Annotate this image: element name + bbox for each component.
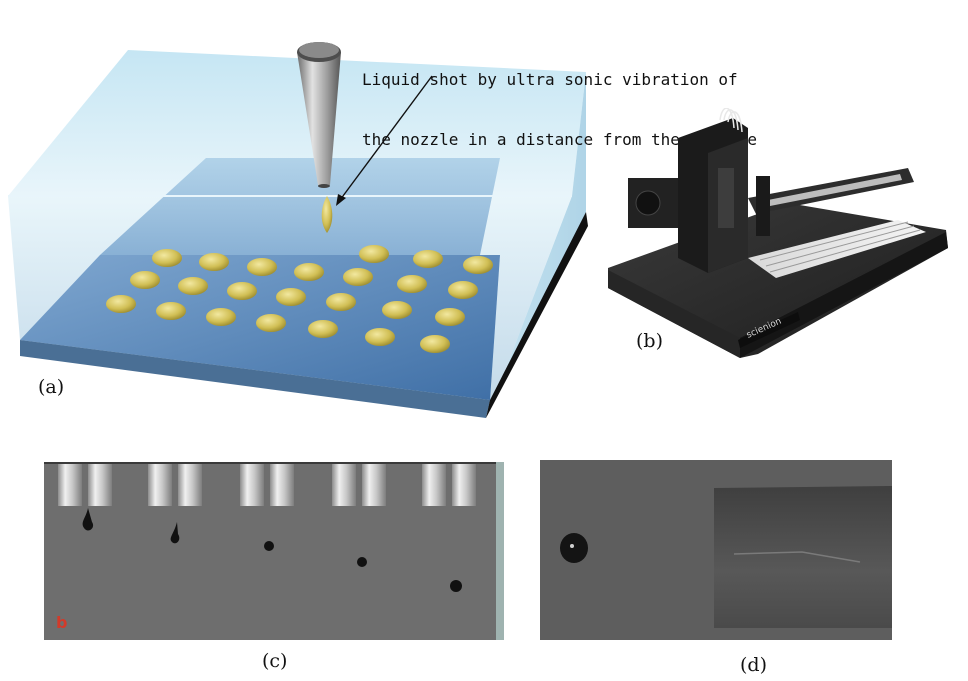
droplet: [413, 250, 443, 268]
substrate-edge-front: [20, 340, 490, 418]
panel-a-label: (a): [38, 376, 65, 398]
nozzle-frame-2: [148, 464, 202, 544]
droplet: [365, 328, 395, 346]
droplet: [420, 335, 450, 353]
corner-mark: b: [56, 613, 67, 632]
droplet: [106, 295, 136, 313]
droplet: [463, 256, 493, 274]
droplet: [156, 302, 186, 320]
droplet: [382, 301, 412, 319]
droplet: [130, 271, 160, 289]
panel-d-surface-image: [540, 460, 892, 640]
droplet: [247, 258, 277, 276]
panel-a-illustration: [8, 42, 588, 418]
droplet: [178, 277, 208, 295]
droplet: [435, 308, 465, 326]
droplet-array: [106, 245, 493, 353]
substrate-edge-right: [486, 212, 588, 418]
droplet: [448, 281, 478, 299]
free-drop: [264, 541, 274, 551]
droplet: [359, 245, 389, 263]
free-drop: [450, 580, 462, 592]
droplet: [397, 275, 427, 293]
droplet: [343, 268, 373, 286]
nozzle: [297, 42, 341, 188]
panel-c-drop-sequence: b: [44, 462, 504, 640]
annotation-arrow: [336, 75, 433, 206]
panel-c-label: (c): [262, 650, 288, 672]
nozzle-frame-1: [58, 464, 112, 531]
deposited-droplet: [560, 533, 588, 563]
panel-b-instrument-photo: scienion: [608, 108, 948, 358]
box-right-face: [490, 72, 586, 410]
nozzle-frame-5: [422, 464, 476, 592]
panel-b-label: (b): [636, 330, 663, 352]
droplet: [308, 320, 338, 338]
droplet: [152, 249, 182, 267]
panel-d-label: (d): [740, 654, 767, 676]
annotation-line-1: Liquid shot by ultra sonic vibration of: [362, 70, 738, 89]
ejecting-drop: [82, 508, 94, 531]
droplet: [256, 314, 286, 332]
droplet: [294, 263, 324, 281]
droplet: [227, 282, 257, 300]
recess-wall: [100, 158, 500, 255]
free-drop: [357, 557, 367, 567]
nozzle-frame-4: [332, 464, 386, 567]
droplet: [326, 293, 356, 311]
droplet: [199, 253, 229, 271]
surface-slab: [714, 486, 892, 628]
droplet: [206, 308, 236, 326]
droplet: [276, 288, 306, 306]
nozzle-frame-3: [240, 464, 294, 551]
falling-drop: [321, 196, 333, 233]
ejecting-drop: [170, 522, 180, 544]
